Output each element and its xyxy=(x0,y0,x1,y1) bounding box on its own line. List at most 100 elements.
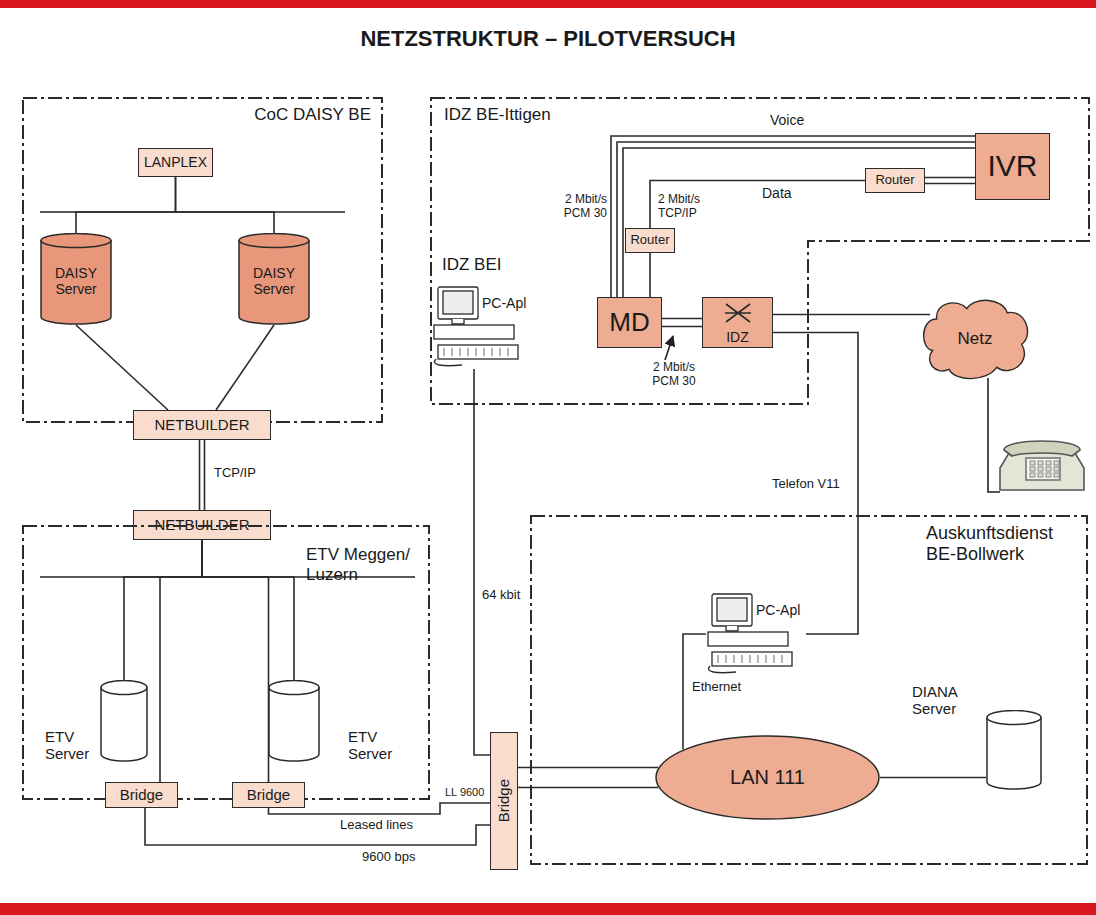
phone-wire xyxy=(988,378,1000,492)
node-label: NETBUILDER xyxy=(154,416,249,433)
edge-label: TCP/IP xyxy=(212,466,258,481)
node-label: PC-Apl xyxy=(756,602,800,618)
server-cylinder: ETV Server xyxy=(45,680,148,765)
connector xyxy=(216,325,274,410)
line-annotation: 2 Mbit/s PCM 30 xyxy=(643,361,705,389)
node-label: MD xyxy=(609,308,649,338)
connector xyxy=(160,540,202,782)
connector xyxy=(176,177,275,233)
connector-line xyxy=(925,177,975,179)
node-label: DIANA Server xyxy=(912,683,984,718)
connector-line xyxy=(617,142,975,297)
connector xyxy=(518,768,658,788)
lan-ellipse: LAN 111 xyxy=(655,735,880,820)
connector-line xyxy=(474,369,490,755)
connector-line xyxy=(662,318,702,320)
device-box: NETBUILDER xyxy=(133,410,271,440)
region-frame: ETV Meggen/ LuzernETV Server ETV ServerBr… xyxy=(22,525,430,800)
pc-workstation: PC-Apl xyxy=(706,592,806,676)
line-annotation: IDZ BEI xyxy=(440,255,504,275)
connector xyxy=(202,540,269,782)
node-label: Bridge xyxy=(495,779,512,822)
node-label: IDZ xyxy=(726,329,749,345)
top-bar xyxy=(0,0,1096,8)
connector-line xyxy=(202,540,269,782)
node-label: ETV Server xyxy=(45,728,99,763)
node-label: IDZ BE-Ittigen xyxy=(444,105,551,125)
connector-line xyxy=(76,325,168,410)
connector xyxy=(880,777,986,778)
node-label: PC-Apl xyxy=(482,295,526,311)
connector-line xyxy=(124,540,202,680)
connector-line xyxy=(518,767,658,769)
node-label: ETV Server xyxy=(348,728,403,763)
connector xyxy=(925,178,975,184)
node-label: Router xyxy=(875,173,914,188)
diagram-title: NETZSTRUKTUR – PILOTVERSUCH xyxy=(0,26,1096,52)
device-box: IVR xyxy=(975,133,1050,200)
server-cylinder: DIANA Server xyxy=(912,683,1044,793)
connector xyxy=(200,440,205,510)
node-label: Router xyxy=(630,233,669,248)
device-box: Router xyxy=(865,168,925,193)
server-cylinder: ETV Server xyxy=(268,680,403,765)
device-box: Bridge xyxy=(490,732,518,870)
connector xyxy=(474,369,490,755)
connector-line xyxy=(160,540,202,782)
device-box: Router xyxy=(625,228,675,253)
switch-symbol xyxy=(723,301,753,325)
leader-arrow xyxy=(665,336,673,360)
connector-line xyxy=(880,777,986,779)
server-cylinder: DAISY Server xyxy=(40,233,112,325)
device-box: IDZ xyxy=(702,297,773,348)
edge-label: Leased lines xyxy=(338,818,415,833)
connector xyxy=(650,181,865,229)
connector-line xyxy=(199,440,201,510)
connector-line xyxy=(611,136,975,297)
cylinder-shape xyxy=(268,680,320,762)
node-label: DAISY Server xyxy=(238,265,310,297)
cylinder-shape xyxy=(100,680,148,762)
edge-label: Ethernet xyxy=(690,680,743,695)
connector-line xyxy=(518,787,658,789)
line-annotation: 2 Mbit/s TCP/IP xyxy=(656,193,718,221)
node-label: LAN 111 xyxy=(730,766,805,789)
connector-line xyxy=(649,253,651,297)
connector-line xyxy=(204,440,206,510)
edge-label: Data xyxy=(760,185,794,201)
connector xyxy=(662,319,702,327)
pc-workstation: PC-Apl xyxy=(432,285,532,369)
connector xyxy=(202,540,294,680)
device-box: MD xyxy=(597,297,662,348)
edge-label: 9600 bps xyxy=(360,850,418,865)
node-label: Bridge xyxy=(120,786,163,803)
region-frame: Auskunftsdienst BE-BollwerkPC-AplLAN 111… xyxy=(530,515,1088,865)
connector xyxy=(773,314,930,315)
telephone-illustration xyxy=(1000,441,1084,490)
connector-line xyxy=(202,540,294,680)
node-label: ETV Meggen/ Luzern xyxy=(306,545,418,584)
device-box: Bridge xyxy=(105,782,178,808)
connector-line xyxy=(650,181,865,229)
edge-label: Telefon V11 xyxy=(770,477,842,492)
line-annotation: LL 9600 xyxy=(443,786,486,799)
node-label: Bridge xyxy=(247,786,290,803)
connector-line xyxy=(176,177,275,233)
region-frame: CoC DAISY BELANPLEXDAISY ServerDAISY Ser… xyxy=(22,97,383,423)
node-label: Auskunftsdienst BE-Bollwerk xyxy=(926,523,1076,564)
device-box: Bridge xyxy=(232,782,305,808)
node-label: IVR xyxy=(987,149,1037,184)
connector xyxy=(124,540,202,680)
node-label: Netz xyxy=(958,329,993,349)
edge-label: 64 kbit xyxy=(480,588,522,603)
connector-line xyxy=(773,314,930,316)
server-cylinder: DAISY Server xyxy=(238,233,310,325)
connector-line xyxy=(623,148,975,297)
connector xyxy=(76,325,168,410)
connector-line xyxy=(216,325,274,410)
bottom-bar xyxy=(0,903,1096,915)
node-label: LANPLEX xyxy=(144,154,207,170)
node-label: DAISY Server xyxy=(40,265,112,297)
